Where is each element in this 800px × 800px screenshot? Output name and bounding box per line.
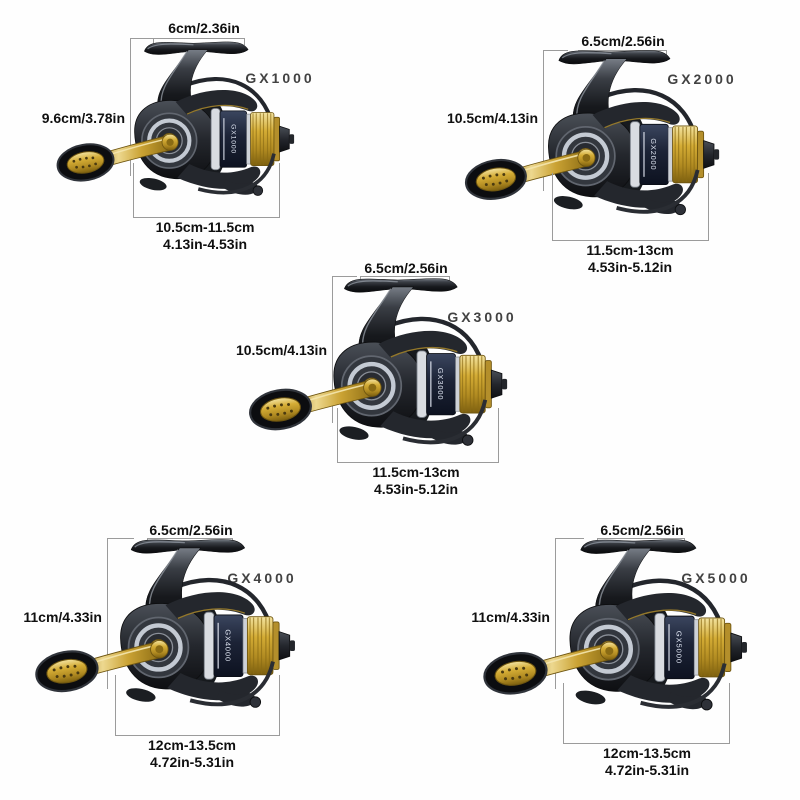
spinning-reel-graphic: GX4000 (28, 533, 296, 732)
left-height-measurement: 10.5cm/4.13in (446, 110, 538, 126)
bottom-length-dimension-bracket (133, 163, 280, 218)
product-variant-gx4000: 6.5cm/2.56in 11cm/4.33in GX4000 GX4000 1… (20, 515, 330, 783)
length-in-text: 4.72in-5.31in (604, 762, 690, 778)
spool-model-text: GX3000 (436, 368, 445, 400)
left-height-measurement: 9.6cm/3.78in (41, 110, 125, 126)
spinning-reel-graphic: GX5000 (476, 533, 748, 735)
top-width-measurement: 6.5cm/2.56in (149, 522, 233, 538)
product-variant-gx1000: 6cm/2.36in 9.6cm/3.78in GX1000 GX1000 10… (30, 8, 330, 260)
top-width-measurement: 6.5cm/2.56in (600, 522, 684, 538)
product-variant-gx3000: 6.5cm/2.56in 10.5cm/4.13in GX3000 GX3000… (230, 258, 540, 503)
bottom-length-measurement: 11.5cm-13cm 4.53in-5.12in (372, 464, 459, 498)
height-dimension-line (107, 538, 134, 689)
product-variant-gx2000: 6.5cm/2.56in 10.5cm/4.13in GX2000 GX2000… (430, 8, 760, 276)
left-height-measurement: 11cm/4.33in (23, 609, 102, 625)
height-dimension-line (130, 38, 157, 176)
bottom-length-dimension-bracket (115, 675, 280, 736)
model-name-label: GX3000 (447, 309, 517, 325)
bottom-length-measurement: 11.5cm-13cm 4.53in-5.12in (586, 242, 673, 276)
spool-model-text: GX2000 (649, 138, 658, 170)
length-in-text: 4.13in-4.53in (162, 236, 248, 252)
height-dimension-line (332, 276, 357, 423)
spool-model-text: GX5000 (675, 631, 684, 664)
length-in-text: 4.53in-5.12in (373, 481, 459, 497)
bottom-length-dimension-bracket (337, 408, 499, 463)
left-height-measurement: 11cm/4.33in (471, 609, 550, 625)
length-in-text: 4.72in-5.31in (149, 754, 235, 770)
height-dimension-line (543, 50, 568, 191)
bottom-length-measurement: 10.5cm-11.5cm 4.13in-4.53in (156, 219, 255, 253)
height-dimension-line (555, 538, 584, 689)
product-variant-gx5000: 6.5cm/2.56in 11cm/4.33in GX5000 GX5000 1… (460, 515, 780, 793)
length-cm-text: 10.5cm-11.5cm (155, 219, 255, 235)
spool-model-text: GX4000 (224, 629, 233, 662)
length-cm-text: 11.5cm-13cm (586, 242, 674, 258)
bottom-length-dimension-bracket (552, 173, 709, 241)
length-cm-text: 12cm-13.5cm (148, 737, 236, 753)
width-dimension-line (153, 38, 245, 45)
spinning-reel-graphic: GX3000 (242, 272, 508, 470)
model-name-label: GX1000 (245, 70, 315, 86)
top-width-measurement: 6.5cm/2.56in (364, 260, 448, 276)
spool-model-text: GX1000 (229, 124, 236, 154)
left-height-measurement: 10.5cm/4.13in (235, 342, 327, 358)
length-cm-text: 11.5cm-13cm (372, 464, 460, 480)
top-width-measurement: 6.5cm/2.56in (581, 33, 665, 49)
spinning-reel-graphic: GX2000 (458, 44, 720, 239)
bottom-length-dimension-bracket (563, 683, 730, 744)
length-cm-text: 12cm-13.5cm (603, 745, 691, 761)
bottom-length-measurement: 12cm-13.5cm 4.72in-5.31in (148, 737, 236, 771)
model-name-label: GX2000 (667, 71, 737, 87)
model-name-label: GX4000 (227, 570, 297, 586)
model-name-label: GX5000 (681, 570, 751, 586)
length-in-text: 4.53in-5.12in (587, 259, 673, 275)
top-width-measurement: 6cm/2.36in (168, 20, 240, 36)
bottom-length-measurement: 12cm-13.5cm 4.72in-5.31in (603, 745, 691, 779)
spinning-reel-graphic: GX1000 (50, 36, 295, 218)
